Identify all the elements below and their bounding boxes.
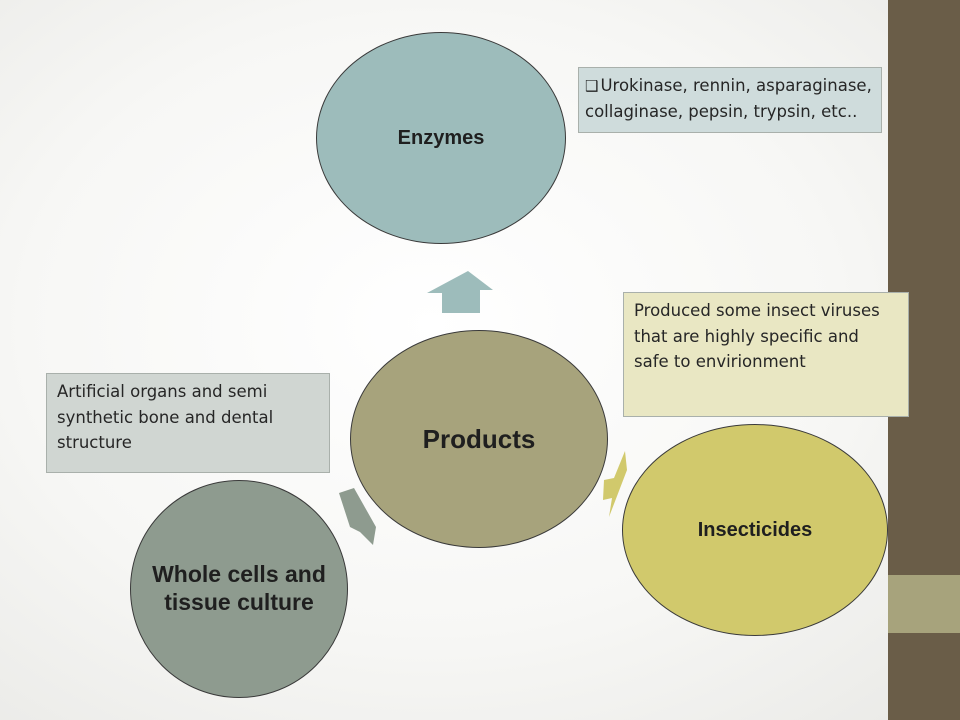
- enzymes-node: Enzymes: [316, 32, 566, 244]
- enzymes-label: Enzymes: [397, 126, 485, 149]
- products-node: Products: [350, 330, 608, 548]
- whole-cells-note-text: Artificial organs and semi synthetic bon…: [57, 382, 274, 453]
- insecticides-note: Produced some insect viruses that are hi…: [623, 292, 909, 417]
- enzymes-note-text: Urokinase, rennin, asparaginase, collagi…: [585, 76, 872, 121]
- arrow-to-insecticides: [603, 451, 627, 517]
- arrow-to-whole-cells: [339, 488, 376, 545]
- whole-cells-note: Artificial organs and semi synthetic bon…: [46, 373, 330, 473]
- products-label: Products: [422, 423, 536, 454]
- insecticides-note-text: Produced some insect viruses that are hi…: [634, 301, 880, 372]
- insecticides-label: Insecticides: [697, 518, 813, 541]
- whole-cells-node: Whole cells and tissue culture: [130, 480, 348, 698]
- enzymes-note: ❑Urokinase, rennin, asparaginase, collag…: [578, 67, 882, 133]
- arrow-to-enzymes: [427, 271, 493, 313]
- checkbox-bullet-icon: ❑: [585, 77, 599, 95]
- side-bar-accent: [888, 575, 960, 633]
- insecticides-node: Insecticides: [622, 424, 888, 636]
- whole-cells-label: Whole cells and tissue culture: [152, 561, 326, 615]
